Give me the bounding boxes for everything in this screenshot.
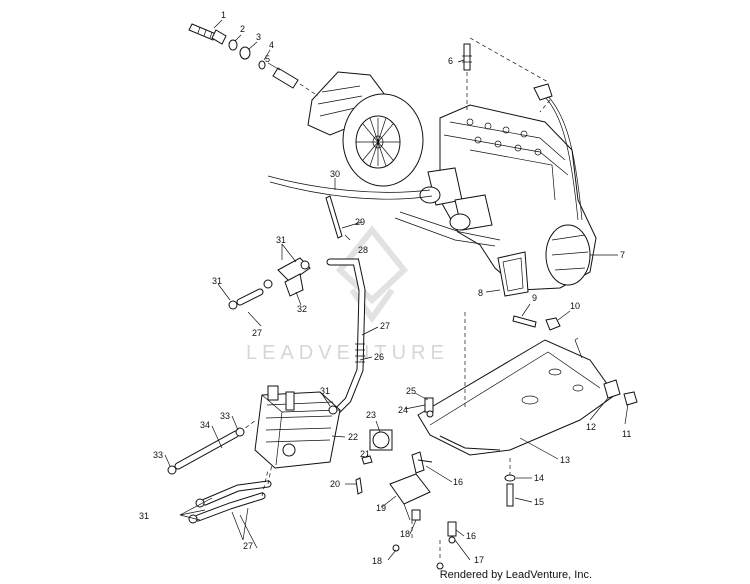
callout-27-left: 27 [252,328,262,338]
fuel-pump [254,385,341,469]
callout-5: 5 [265,54,270,64]
callout-20: 20 [330,479,340,489]
callout-30: 30 [330,169,340,179]
callout-16-lower: 16 [466,531,476,541]
watermark: LEADVENTURE [246,225,449,364]
air-silencer [307,71,424,187]
callout-13: 13 [560,455,570,465]
callout-19: 19 [376,503,386,513]
callout-9: 9 [532,293,537,303]
callout-31-top: 31 [276,235,286,245]
leader-lines [164,19,629,561]
mounting-bolt [188,23,227,45]
callout-34: 34 [200,420,210,430]
callout-22: 22 [348,432,358,442]
callout-18-lower: 18 [372,556,382,566]
callout-17: 17 [474,555,484,565]
callout-numbers: 1 2 3 4 5 6 7 8 9 10 11 12 13 14 15 16 1… [139,10,631,566]
fuel-pump-bracket [369,397,434,451]
mounting-bracket [355,451,457,570]
fuel-line-main [326,258,366,414]
inline-filter-assembly [228,257,311,310]
callout-32: 32 [297,304,307,314]
o-ring [258,60,266,70]
callout-31-mid: 31 [320,386,330,396]
callout-24: 24 [398,405,408,415]
callout-23: 23 [366,410,376,420]
nut-11 [623,391,638,406]
grommet-12 [603,379,621,399]
callout-25: 25 [406,386,416,396]
callout-33-upper: 33 [220,411,230,421]
carburetors [394,167,501,247]
rendered-by-credit: Rendered by LeadVenture, Inc. [439,569,592,581]
callout-29: 29 [355,217,365,227]
nut-10 [545,317,561,331]
callout-11: 11 [622,429,631,439]
callout-27-bottom: 27 [243,541,253,551]
callout-4: 4 [269,40,274,50]
spacer [239,46,251,60]
callout-33-lower: 33 [153,450,163,460]
fuel-hoses-lower [167,405,338,524]
callout-3: 3 [256,32,261,42]
spark-plug [462,43,472,110]
callout-12: 12 [586,422,596,432]
sleeve [272,67,299,89]
callout-10: 10 [570,301,580,311]
callout-7: 7 [620,250,625,260]
callout-28: 28 [358,245,368,255]
callout-31-bottom: 31 [139,511,149,521]
callout-6: 6 [448,56,453,66]
screw-15 [506,483,514,507]
washer-14 [504,474,516,482]
skid-plate [417,312,616,480]
callout-2: 2 [240,24,245,34]
callout-27-right: 27 [380,321,390,331]
washer [228,39,238,51]
callout-16-upper: 16 [453,477,463,487]
callout-21: 21 [360,449,370,459]
callout-31-left: 31 [212,276,222,286]
callout-1: 1 [221,10,226,20]
throttle-cable [267,175,431,193]
callout-8: 8 [478,288,483,298]
callout-18-upper: 18 [400,529,410,539]
watermark-text: LEADVENTURE [246,342,449,364]
bolt-9 [512,315,537,328]
callout-15: 15 [534,497,544,507]
callout-26: 26 [374,352,384,362]
bolt-29 [325,195,343,239]
callout-14: 14 [534,473,544,483]
